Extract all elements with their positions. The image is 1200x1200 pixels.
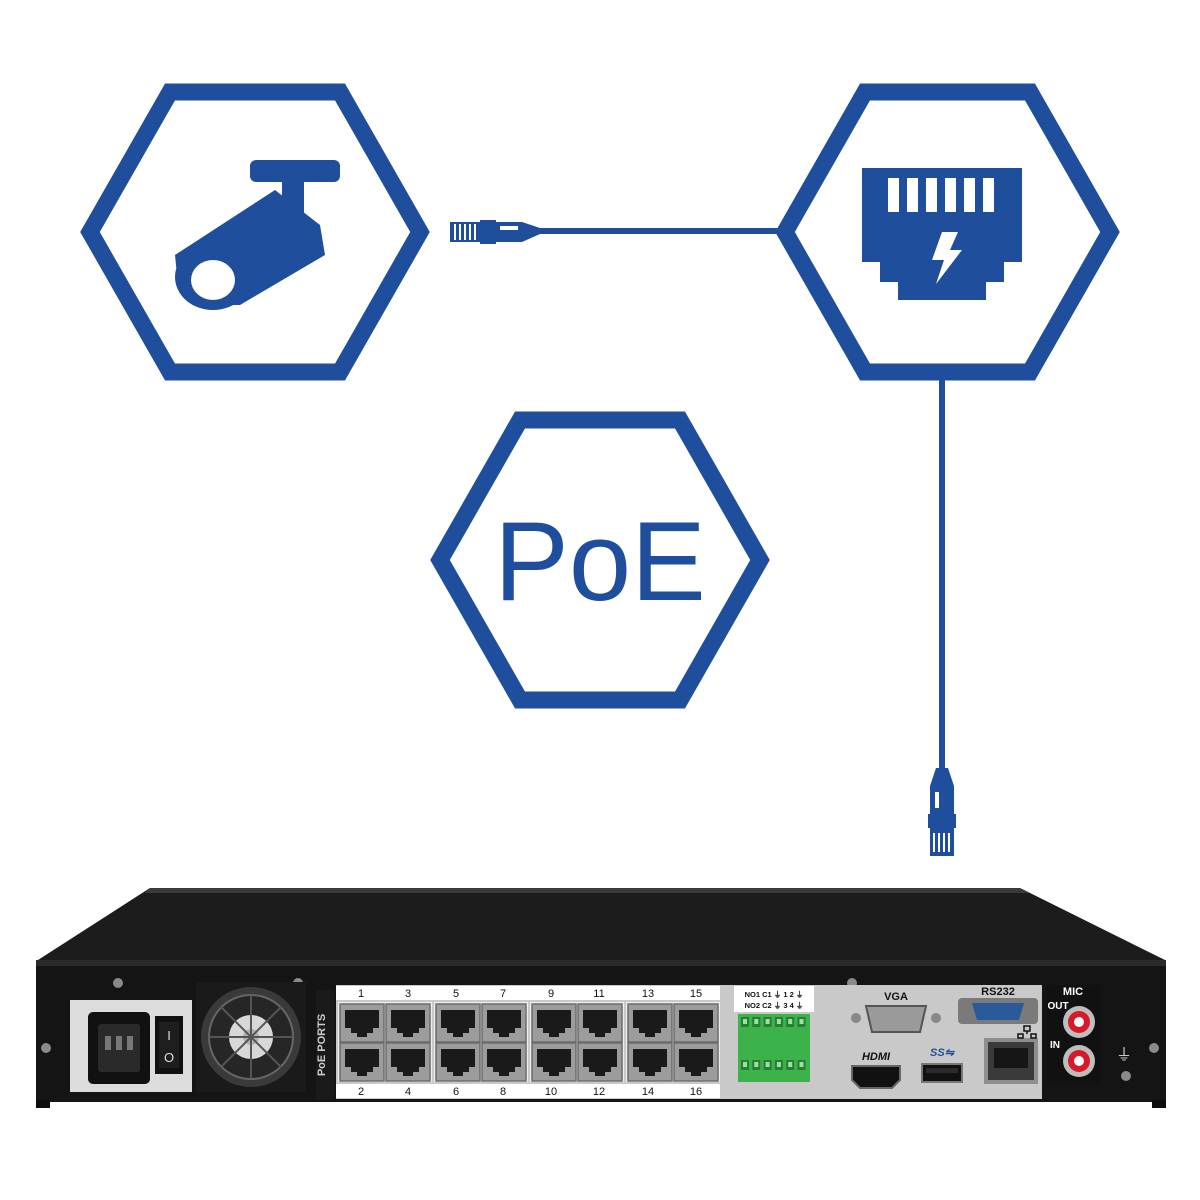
port-label-8: 8 bbox=[500, 1086, 506, 1098]
port-label-13: 13 bbox=[642, 988, 654, 1000]
poe-port-10[interactable] bbox=[531, 1042, 577, 1082]
poe-port-hexagon-outline bbox=[775, 83, 1120, 381]
port-label-4: 4 bbox=[405, 1086, 411, 1098]
svg-text:I: I bbox=[167, 1028, 171, 1043]
power-switch[interactable]: I O bbox=[155, 1016, 183, 1074]
poe-hexagon-outline bbox=[430, 411, 770, 709]
port-label-7: 7 bbox=[500, 988, 506, 1000]
poe-port-hexagon bbox=[775, 83, 1120, 381]
audio-out-label: OUT bbox=[1047, 1001, 1068, 1012]
power-inlet-icon bbox=[88, 1012, 150, 1084]
poe-port-6[interactable] bbox=[435, 1042, 481, 1082]
poe-port-3[interactable] bbox=[385, 1003, 431, 1043]
ethernet-cable-vertical bbox=[928, 372, 956, 856]
usb-port[interactable] bbox=[921, 1063, 963, 1083]
audio-out-rca-jack[interactable] bbox=[1063, 1006, 1095, 1038]
audio-in-label: IN bbox=[1050, 1040, 1060, 1051]
port-label-6: 6 bbox=[453, 1086, 459, 1098]
poe-port-7[interactable] bbox=[481, 1003, 527, 1043]
hdmi-port[interactable] bbox=[851, 1065, 901, 1089]
camera-hexagon-outline bbox=[80, 83, 430, 381]
poe-port-16[interactable] bbox=[673, 1042, 719, 1082]
port-label-15: 15 bbox=[690, 988, 702, 1000]
poe-hexagon: PoE bbox=[430, 411, 770, 709]
usb-label: SS⇋ bbox=[930, 1047, 956, 1059]
port-label-14: 14 bbox=[642, 1086, 654, 1098]
svg-text:O: O bbox=[164, 1050, 174, 1065]
network-icon bbox=[1017, 1025, 1037, 1039]
rs232-label: RS232 bbox=[981, 986, 1015, 998]
poe-port-15[interactable] bbox=[673, 1003, 719, 1043]
poe-port-14[interactable] bbox=[627, 1042, 673, 1082]
poe-port-9[interactable] bbox=[531, 1003, 577, 1043]
rs232-port[interactable] bbox=[958, 998, 1038, 1024]
port-label-3: 3 bbox=[405, 988, 411, 1000]
port-label-16: 16 bbox=[690, 1086, 702, 1098]
rj45-plug-icon bbox=[450, 220, 540, 244]
poe-port-12[interactable] bbox=[577, 1042, 623, 1082]
poe-port-grid bbox=[338, 1002, 720, 1082]
poe-port-13[interactable] bbox=[627, 1003, 673, 1043]
lan-port[interactable] bbox=[984, 1038, 1038, 1084]
poe-port-2[interactable] bbox=[339, 1042, 385, 1082]
mic-label: MIC bbox=[1063, 986, 1083, 998]
poe-port-4[interactable] bbox=[385, 1042, 431, 1082]
port-label-5: 5 bbox=[453, 988, 459, 1000]
nvr-top-cover bbox=[38, 888, 1165, 960]
ground-icon: ⏚ bbox=[1116, 1045, 1132, 1064]
poe-label: PoE bbox=[494, 499, 706, 624]
port-label-9: 9 bbox=[548, 988, 554, 1000]
port-label-10: 10 bbox=[545, 1086, 557, 1098]
port-label-2: 2 bbox=[358, 1086, 364, 1098]
port-label-12: 12 bbox=[593, 1086, 605, 1098]
vga-port[interactable] bbox=[851, 1005, 941, 1033]
security-camera-icon bbox=[175, 160, 340, 310]
poe-ports-label: PoE PORTS bbox=[316, 1014, 328, 1076]
rj45-plug-down-icon bbox=[928, 768, 956, 856]
poe-port-8[interactable] bbox=[481, 1042, 527, 1082]
camera-hexagon bbox=[80, 83, 430, 381]
poe-port-11[interactable] bbox=[577, 1003, 623, 1043]
port-label-1: 1 bbox=[358, 988, 364, 1000]
ethernet-port-power-icon bbox=[862, 168, 1022, 300]
svg-text:NO2 C2 ⏚ 3 4 ⏚: NO2 C2 ⏚ 3 4 ⏚ bbox=[745, 1001, 804, 1010]
port-label-11: 11 bbox=[593, 988, 604, 1000]
fan-icon bbox=[196, 982, 306, 1092]
vga-label: VGA bbox=[884, 991, 908, 1003]
nvr-device: I O PoE PORTS 1 3 5 bbox=[36, 888, 1166, 1108]
alarm-terminal-block: NO1 C1 ⏚ 1 2 ⏚ NO2 C2 ⏚ 3 4 ⏚ bbox=[734, 986, 814, 1082]
hdmi-label: HDMI bbox=[862, 1051, 891, 1063]
poe-port-5[interactable] bbox=[435, 1003, 481, 1043]
poe-port-1[interactable] bbox=[339, 1003, 385, 1043]
svg-text:NO1 C1 ⏚ 1 2 ⏚: NO1 C1 ⏚ 1 2 ⏚ bbox=[745, 990, 804, 999]
audio-in-rca-jack[interactable] bbox=[1063, 1045, 1095, 1077]
ethernet-cable-horizontal bbox=[450, 220, 780, 244]
